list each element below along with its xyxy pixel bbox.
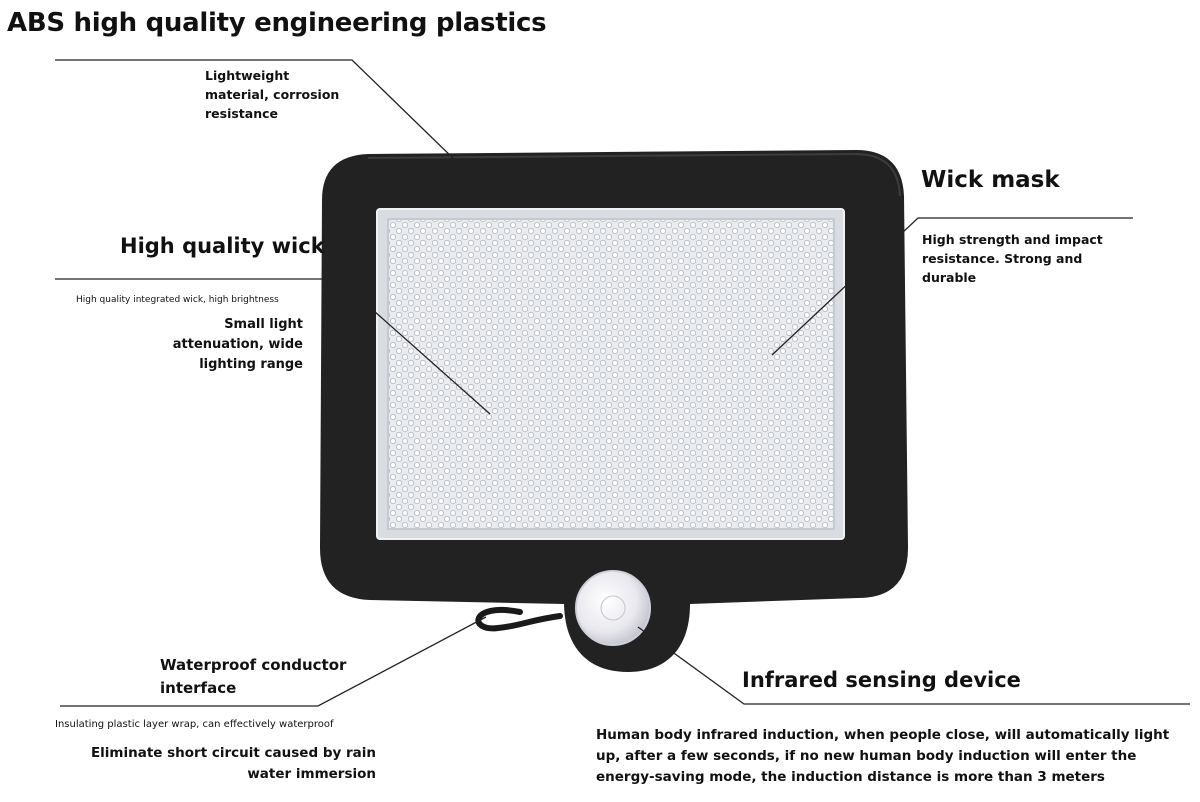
waterproof-description: Eliminate short circuit caused by rain w… <box>90 745 376 782</box>
mask-description: High strength and impact resistance. Str… <box>922 232 1103 285</box>
wick-description: Small light attenuation, wide lighting r… <box>172 317 303 372</box>
infrared-title: Infrared sensing device <box>742 668 1021 692</box>
wick-subtitle: High quality integrated wick, high brigh… <box>76 295 279 305</box>
abs-title: ABS high quality engineering plastics <box>7 8 547 38</box>
waterproof-title: Waterproof conductor interface <box>160 656 347 697</box>
leader-infrared <box>637 626 1190 705</box>
leader-abs <box>55 59 493 197</box>
cable <box>475 607 563 632</box>
abs-description: Lightweight material, corrosion resistan… <box>205 68 340 121</box>
leader-wick <box>55 278 491 415</box>
waterproof-subtitle: Insulating plastic layer wrap, can effec… <box>55 719 334 730</box>
led-grid <box>388 219 834 529</box>
pir-sensor <box>575 570 651 646</box>
leader-waterproof <box>60 616 487 707</box>
wick-title: High quality wick <box>120 234 325 258</box>
mask-title: Wick mask <box>921 167 1060 193</box>
infrared-description: Human body infrared induction, when peop… <box>596 727 1170 785</box>
leader-mask <box>771 217 1133 356</box>
